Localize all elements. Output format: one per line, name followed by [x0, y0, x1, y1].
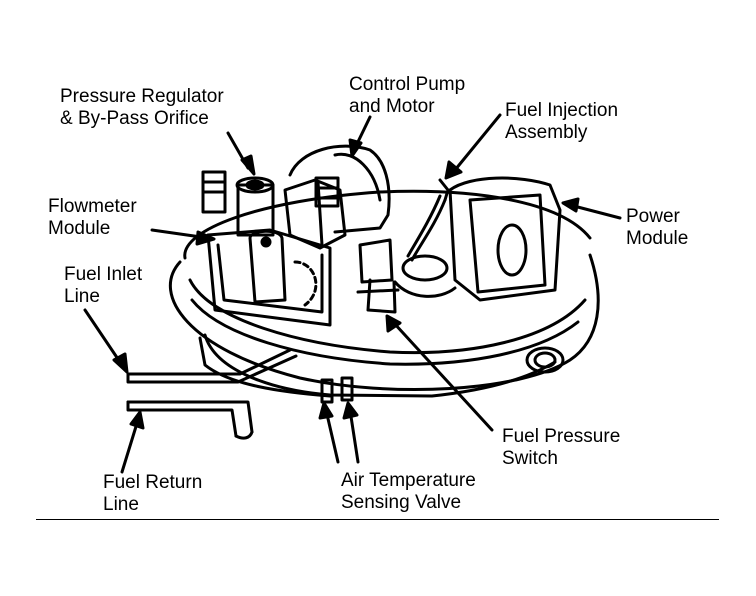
label-pressure-regulator: Pressure Regulator & By-Pass Orifice — [60, 86, 224, 130]
label-fuel-injection-line1: Fuel Injection — [505, 100, 619, 121]
label-flowmeter-line2: Module — [48, 218, 111, 239]
label-fuel-injection: Fuel Injection Assembly — [505, 100, 618, 144]
label-flowmeter: Flowmeter Module — [48, 196, 137, 240]
air-temp-valves — [320, 376, 354, 404]
fuel-lines — [126, 348, 298, 440]
label-fuel-return: Fuel Return Line — [103, 472, 202, 532]
label-pressure-regulator-line1: Pressure Regulator — [60, 86, 224, 107]
label-control-pump-line2: and Motor — [349, 96, 435, 117]
label-power-module-line1: Power — [626, 206, 680, 227]
pressure-regulator-part — [201, 170, 340, 237]
label-power-module-line2: Module — [626, 228, 689, 249]
bottom-divider — [36, 519, 719, 520]
label-fuel-pressure-switch-line2: Switch — [502, 448, 558, 469]
label-air-temperature-line2: Sensing Valve — [341, 492, 462, 513]
label-fuel-return-line1: Fuel Return — [103, 472, 203, 493]
label-fuel-inlet: Fuel Inlet Line — [64, 264, 142, 308]
label-air-temperature: Air Temperature Sensing Valve — [341, 470, 476, 514]
flowmeter-module-part — [206, 228, 332, 327]
label-fuel-return-line2: Line — [103, 494, 139, 515]
label-fuel-pressure-switch: Fuel Pressure Switch — [502, 426, 620, 470]
label-fuel-pressure-switch-line1: Fuel Pressure — [502, 426, 621, 447]
label-fuel-inlet-line1: Fuel Inlet — [64, 264, 143, 285]
label-control-pump: Control Pump and Motor — [349, 74, 465, 118]
label-fuel-inlet-line2: Line — [64, 286, 100, 307]
label-fuel-injection-line2: Assembly — [505, 122, 588, 143]
power-module-part — [448, 176, 562, 302]
label-control-pump-line1: Control Pump — [349, 74, 466, 95]
label-pressure-regulator-line2: & By-Pass Orifice — [60, 108, 209, 129]
fuel-injection-part — [356, 178, 457, 314]
label-flowmeter-line1: Flowmeter — [48, 196, 137, 217]
label-power-module: Power Module — [626, 206, 688, 250]
leader-arrows — [83, 113, 622, 474]
label-air-temperature-line1: Air Temperature — [341, 470, 476, 491]
